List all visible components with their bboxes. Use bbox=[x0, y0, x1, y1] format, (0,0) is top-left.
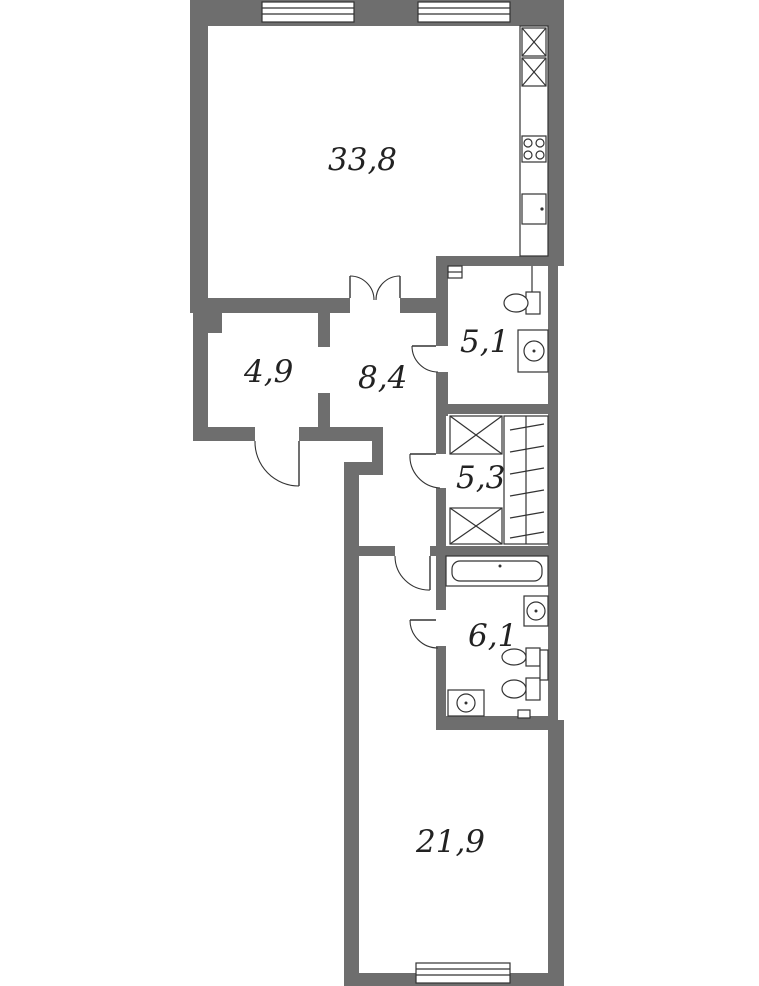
area-label-bathroom-2: 6,1 bbox=[468, 618, 517, 654]
area-label-wardrobe: 5,3 bbox=[456, 460, 505, 496]
kitchen-sink-icon bbox=[521, 193, 547, 225]
bidet-icon bbox=[501, 647, 541, 667]
windows bbox=[261, 1, 511, 984]
washbasin-icon bbox=[517, 329, 549, 373]
area-label-hall: 8,4 bbox=[358, 360, 407, 396]
doors bbox=[254, 275, 441, 649]
area-label-bedroom: 21,9 bbox=[415, 824, 485, 860]
toilet-icon bbox=[503, 291, 541, 315]
area-label-bathroom-1: 5,1 bbox=[460, 324, 509, 360]
walls bbox=[190, 0, 564, 986]
bathroom-2-fixtures bbox=[445, 555, 549, 719]
bathroom-1-fixtures bbox=[447, 265, 549, 373]
toilet-icon bbox=[501, 677, 541, 701]
washbasin-icon bbox=[447, 689, 485, 717]
area-label-closet: 4,9 bbox=[243, 354, 293, 390]
room-labels: 33,8 8,4 4,9 5,1 5,3 6,1 21,9 bbox=[243, 142, 517, 860]
area-label-living-kitchen: 33,8 bbox=[328, 142, 397, 178]
bathtub-icon bbox=[445, 555, 549, 587]
kitchen-counter bbox=[519, 25, 549, 257]
wardrobe-fixtures bbox=[449, 415, 549, 545]
cooktop-icon bbox=[521, 135, 547, 163]
washbasin-icon bbox=[523, 595, 549, 627]
